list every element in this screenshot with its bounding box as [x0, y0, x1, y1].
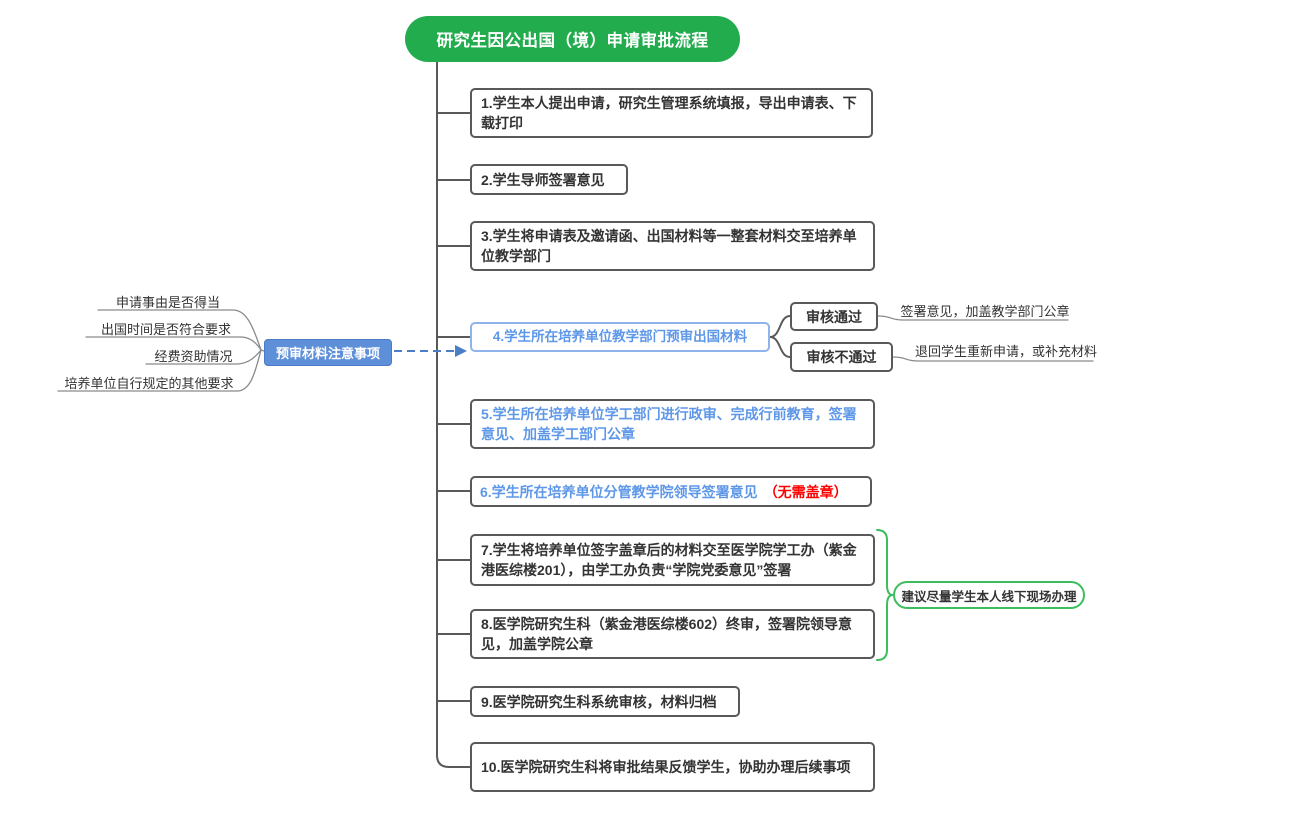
pre-review-item-3[interactable]: 经费资助情况: [154, 349, 233, 364]
step-label-7: 7.学生将培养单位签字盖章后的材料交至医学院学工办（紫金港医综楼201），由学工…: [481, 542, 857, 578]
flow-title-label: 研究生因公出国（境）申请审批流程: [436, 32, 709, 50]
review-pass-result[interactable]: 签署意见，加盖教学部门公章: [900, 304, 1070, 319]
flow-title-node[interactable]: 研究生因公出国（境）申请审批流程: [405, 16, 740, 62]
step-node-1[interactable]: 1.学生本人提出申请，研究生管理系统填报，导出申请表、下载打印: [470, 88, 873, 138]
step-label-8: 8.医学院研究生科（紫金港医综楼602）终审，签署院领导意见，加盖学院公章: [481, 616, 853, 652]
trunk-line: [436, 61, 471, 768]
step-node-5[interactable]: 5.学生所在培养单位学工部门进行政审、完成行前教育，签署意见、加盖学工部门公章: [470, 399, 875, 449]
arrowhead-icon: [455, 345, 467, 357]
step-label-6: 6.学生所在培养单位分管教学院领导签署意见: [480, 483, 758, 500]
step-label-5: 5.学生所在培养单位学工部门进行政审、完成行前教育，签署意见、加盖学工部门公章: [481, 406, 857, 442]
review-fail-label: 审核不通过: [806, 349, 877, 365]
pre-review-label: 预审材料注意事项: [275, 346, 380, 361]
step-node-6[interactable]: 6.学生所在培养单位分管教学院领导签署意见 （无需盖章）: [470, 476, 872, 507]
step-label-4: 4.学生所在培养单位教学部门预审出国材料: [492, 329, 748, 344]
step-node-7[interactable]: 7.学生将培养单位签字盖章后的材料交至医学院学工办（紫金港医综楼201），由学工…: [470, 534, 875, 586]
review-pass-label: 审核通过: [806, 308, 862, 325]
pre-review-item-2[interactable]: 出国时间是否符合要求: [100, 322, 231, 337]
pass-branch-line: [769, 315, 791, 338]
step-node-8[interactable]: 8.医学院研究生科（紫金港医综楼602）终审，签署院领导意见，加盖学院公章: [470, 609, 875, 659]
review-fail-node[interactable]: 审核不通过: [790, 342, 893, 372]
review-fail-result[interactable]: 退回学生重新申请，或补充材料: [915, 344, 1098, 359]
step-label-3: 3.学生将申请表及邀请函、出国材料等一整套材料交至培养单位教学部门: [481, 228, 857, 264]
pre-review-label-node[interactable]: 预审材料注意事项: [264, 339, 392, 366]
tree-branch-lines: [436, 61, 791, 768]
step-node-9[interactable]: 9.医学院研究生科系统审核，材料归档: [470, 686, 740, 717]
pre-review-item-4[interactable]: 培养单位自行规定的其他要求: [64, 376, 234, 391]
step-6-no-seal-note: （无需盖章）: [763, 483, 848, 500]
step-node-10[interactable]: 10.医学院研究生科将审批结果反馈学生，协助办理后续事项: [470, 742, 875, 792]
brace-icon: [876, 529, 894, 661]
step-label-1: 1.学生本人提出申请，研究生管理系统填报，导出申请表、下载打印: [481, 95, 857, 131]
step-label-2: 2.学生导师签署意见: [481, 171, 605, 188]
step-node-3[interactable]: 3.学生将申请表及邀请函、出国材料等一整套材料交至培养单位教学部门: [470, 221, 875, 271]
step-node-4[interactable]: 4.学生所在培养单位教学部门预审出国材料: [470, 322, 770, 352]
offline-advice-label: 建议尽量学生本人线下现场办理: [901, 589, 1077, 604]
fail-branch-line: [769, 336, 791, 358]
dashed-relation-arrow: [394, 345, 467, 357]
step-label-9: 9.医学院研究生科系统审核，材料归档: [481, 693, 717, 710]
step-node-2[interactable]: 2.学生导师签署意见: [470, 164, 628, 195]
offline-advice-note[interactable]: 建议尽量学生本人线下现场办理: [893, 581, 1085, 609]
pre-review-item-1[interactable]: 申请事由是否得当: [115, 295, 220, 310]
leaf-underline-lines: [57, 309, 1094, 392]
review-pass-node[interactable]: 审核通过: [790, 302, 878, 331]
step-label-10: 10.医学院研究生科将审批结果反馈学生，协助办理后续事项: [481, 759, 851, 775]
